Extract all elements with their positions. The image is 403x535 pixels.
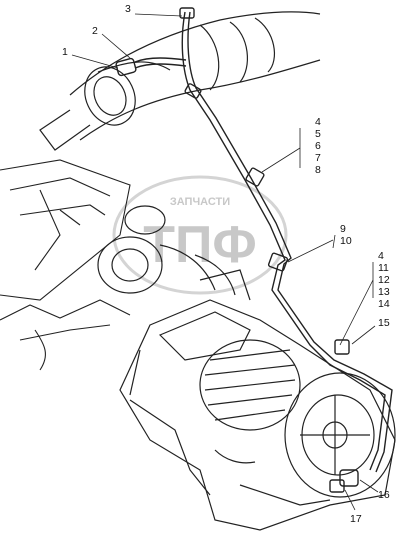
callout-1: 1 <box>62 46 68 58</box>
pipe-line <box>115 7 393 493</box>
callout-6: 6 <box>315 140 321 152</box>
callout-10: 10 <box>340 235 352 247</box>
callout-16: 16 <box>378 489 390 501</box>
callout-12: 12 <box>378 274 390 286</box>
callout-17: 17 <box>350 513 362 525</box>
callout-5: 5 <box>315 128 321 140</box>
callout-7: 7 <box>315 152 321 164</box>
turbocharger <box>97 205 251 301</box>
callout-13: 13 <box>378 286 390 298</box>
callout-15: 15 <box>378 317 390 329</box>
callout-14: 14 <box>378 298 390 310</box>
leader-lines <box>71 13 379 511</box>
callout-8: 8 <box>315 164 321 176</box>
callout-9: 9 <box>340 223 346 235</box>
callout-2: 2 <box>92 25 98 37</box>
callout-3: 3 <box>125 3 131 15</box>
callout-11: 11 <box>378 262 389 274</box>
engine-block <box>0 159 131 371</box>
callout-4b: 4 <box>378 250 384 262</box>
callout-labels: 1 2 3 4 5 6 7 8 9 10 4 11 12 13 14 15 16… <box>62 3 390 525</box>
transmission <box>119 299 396 531</box>
callout-4a: 4 <box>315 116 321 128</box>
watermark-top-text: ЗАПЧАСТИ <box>170 196 230 208</box>
exhaust-muffler <box>39 11 321 151</box>
